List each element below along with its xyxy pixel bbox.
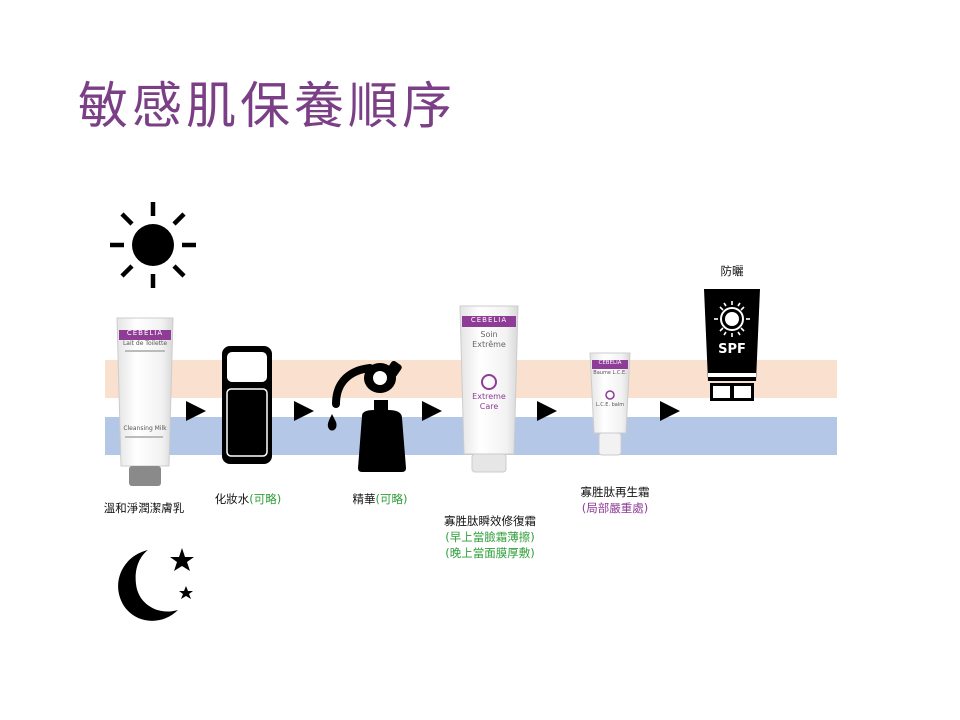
milk-sub: Cleansing Milk [123, 425, 167, 432]
arrow-4 [537, 401, 557, 421]
step-2-label: 化妝水(可略) [198, 491, 298, 507]
step-5-name: 寡胜肽再生霜 [580, 485, 650, 499]
step-3-note: (可略) [375, 492, 408, 506]
step-4-note-2: (晚上當面膜厚敷) [445, 546, 535, 560]
arrow-2 [294, 401, 314, 421]
milk-brand: CEBELIA [126, 329, 164, 337]
arrow-5 [660, 401, 680, 421]
spf-text: SPF [718, 342, 746, 357]
step-5-note: (局部嚴重處) [581, 501, 649, 515]
step-1-label: 溫和淨潤潔膚乳 [103, 501, 185, 515]
step-2-note: (可略) [249, 492, 282, 506]
toner-bottle-icon [222, 346, 272, 464]
serum-dropper-icon [327, 361, 406, 472]
step-3-name: 精華 [352, 492, 376, 506]
baume-tube [589, 352, 631, 456]
extreme-line2: Extrême [472, 340, 506, 349]
extreme-line1: Soin [480, 330, 498, 339]
step-4-note-1: (早上當臉霜薄擦) [445, 530, 535, 544]
sun-icon [110, 202, 196, 288]
step-4-name: 寡胜肽瞬效修復霜 [444, 514, 536, 528]
moon-stars-icon [118, 548, 194, 621]
arrow-1 [186, 401, 206, 421]
arrow-3 [422, 401, 442, 421]
extreme-line4: Care [479, 402, 499, 411]
step-6-label: 防曬 [720, 264, 744, 278]
extreme-brand: CEBELIA [470, 316, 508, 324]
extreme-care-tube [459, 305, 519, 473]
cleansing-milk-tube [116, 317, 174, 486]
baume-name: Baume L.C.E. [593, 370, 627, 376]
baume-sub: L.C.E. balm [595, 402, 625, 408]
sunscreen-spf-icon [704, 289, 760, 401]
milk-name: Lait de Toilette [122, 340, 168, 347]
page-title: 敏感肌保養順序 [78, 77, 456, 135]
extreme-line3: Extreme [472, 392, 506, 401]
step-2-name: 化妝水 [214, 492, 250, 506]
baume-brand: CEBELIA [598, 360, 622, 366]
step-3-label: 精華(可略) [330, 491, 430, 507]
